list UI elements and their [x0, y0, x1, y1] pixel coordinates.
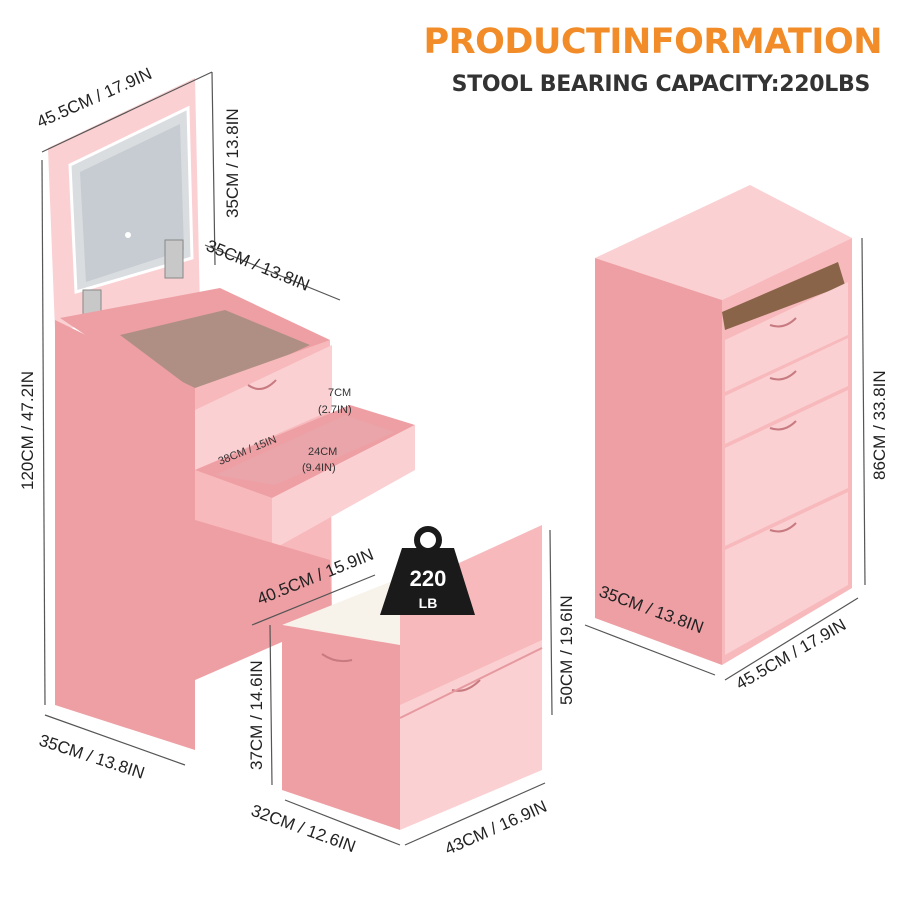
- drawer-width-in-label: (9.4IN): [302, 462, 336, 474]
- vanity-base-depth-label: 35CM / 13.8IN: [37, 731, 147, 783]
- weight-badge: 220 LB: [380, 526, 475, 615]
- hinge-icon: [164, 239, 184, 279]
- drawer-height-in-label: (2.7IN): [318, 404, 352, 416]
- vanity-glass-tray: [120, 310, 310, 395]
- vanity-height-label: 120CM / 47.2IN: [18, 371, 37, 490]
- dimension-lines: [41, 71, 866, 846]
- vanity-illustration: [48, 78, 415, 750]
- weight-handle-icon: [414, 526, 442, 554]
- cabinet-drawer-3: [725, 390, 848, 546]
- page-title: PRODUCTINFORMATION: [423, 22, 883, 62]
- mirror-touch-button-icon: [125, 232, 131, 238]
- vanity-upper-drawer: [195, 345, 332, 470]
- stool-width-label: 43CM / 16.9IN: [442, 797, 550, 859]
- cabinet-illustration: [595, 185, 852, 665]
- vanity-open-drawer-front: [272, 425, 415, 550]
- weight-icon: [380, 548, 475, 615]
- cabinet-open-shelf: [722, 262, 845, 330]
- vanity-lower-body: [195, 520, 332, 680]
- cabinet-drawer-1: [725, 282, 848, 392]
- weight-unit: LB: [419, 595, 438, 611]
- cabinet-drawer-2: [725, 338, 848, 444]
- stool-seat-height-label: 37CM / 14.6IN: [247, 660, 266, 770]
- vanity-open-drawer-side: [195, 470, 272, 550]
- page-subtitle: STOOL BEARING CAPACITY:220LBS: [451, 72, 871, 97]
- weight-value: 220: [410, 566, 447, 591]
- drawer-width-cm-label: 24CM: [308, 446, 337, 458]
- cabinet-height-label: 86CM / 33.8IN: [870, 370, 889, 480]
- vanity-left-side: [55, 320, 195, 750]
- vanity-open-drawer-inside: [215, 415, 395, 485]
- vanity-top-depth-label: 35CM / 13.8IN: [204, 236, 313, 295]
- cabinet-left-side: [595, 258, 722, 665]
- stool-back-height-label: 50CM / 19.6IN: [557, 595, 576, 705]
- stool-left-face: [282, 625, 400, 830]
- vanity-mirror-glass: [80, 124, 184, 282]
- drawer-height-cm-label: 7CM: [328, 387, 351, 399]
- cabinet-drawer-4: [725, 492, 848, 655]
- cabinet-top: [595, 185, 852, 300]
- vanity-mirror-height-label: 35CM / 13.8IN: [223, 108, 242, 218]
